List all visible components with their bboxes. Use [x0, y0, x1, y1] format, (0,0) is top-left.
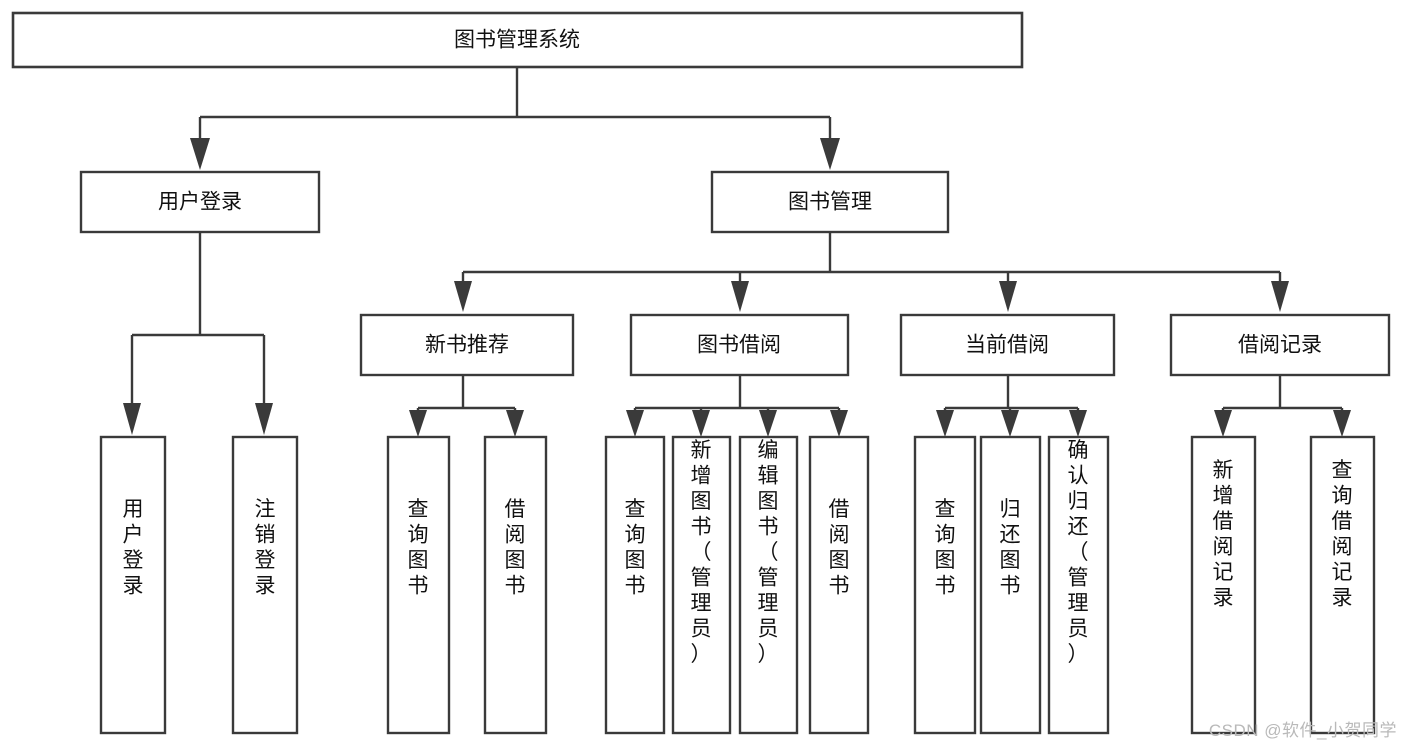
- arrowhead-leaf-query-book-b: [626, 410, 644, 437]
- node-user-login[interactable]: 用户登录: [79, 170, 321, 234]
- node-user-login-label: 用户登录: [158, 191, 242, 214]
- node-leaf-query-book-b-box[interactable]: [604, 435, 666, 735]
- node-book-manage-box[interactable]: [710, 170, 950, 234]
- node-leaf-logout[interactable]: 注销登录: [231, 435, 299, 735]
- arrowhead-leaf-borrow-book-a: [506, 410, 524, 437]
- node-leaf-confirm-return-box[interactable]: [1047, 435, 1110, 735]
- connector-layer: [123, 67, 1351, 437]
- node-leaf-return-book-box[interactable]: [979, 435, 1042, 735]
- node-leaf-return-book[interactable]: 归还图书: [979, 435, 1042, 735]
- node-book-borrow-box[interactable]: [629, 313, 850, 377]
- node-borrow-record[interactable]: 借阅记录: [1169, 313, 1391, 377]
- arrowhead-leaf-add-book: [692, 410, 710, 437]
- node-current-borrow[interactable]: 当前借阅: [899, 313, 1116, 377]
- node-leaf-borrow-book-b-box[interactable]: [808, 435, 870, 735]
- arrowhead-leaf-confirm-return: [1069, 410, 1087, 437]
- node-leaf-add-book[interactable]: 新增图书（管理员）: [671, 435, 732, 735]
- node-leaf-query-book-a[interactable]: 查询图书: [386, 435, 451, 735]
- node-leaf-user-login-box[interactable]: [99, 435, 167, 735]
- node-user-login-box[interactable]: [79, 170, 321, 234]
- node-leaf-logout-label: 注销登录: [255, 498, 276, 598]
- node-book-manage-label: 图书管理: [788, 191, 872, 214]
- node-new-book-rec-label: 新书推荐: [425, 334, 509, 357]
- arrowhead-leaf-borrow-book-b: [830, 410, 848, 437]
- node-leaf-add-record-box[interactable]: [1190, 435, 1257, 735]
- arrowhead-leaf-logout: [255, 403, 273, 435]
- arrowhead-book-manage: [820, 138, 840, 170]
- node-new-book-rec-box[interactable]: [359, 313, 575, 377]
- arrowhead-leaf-query-record: [1333, 410, 1351, 437]
- node-leaf-user-login[interactable]: 用户登录: [99, 435, 167, 735]
- node-borrow-record-box[interactable]: [1169, 313, 1391, 377]
- node-leaf-borrow-book-b-label: 借阅图书: [829, 498, 850, 598]
- node-leaf-add-record-label: 新增借阅记录: [1213, 459, 1234, 610]
- node-leaf-query-book-a-box[interactable]: [386, 435, 451, 735]
- node-leaf-edit-book-label: 编辑图书（管理员）: [758, 439, 779, 666]
- node-leaf-query-book-a-label: 查询图书: [408, 498, 429, 598]
- node-leaf-borrow-book-a-label: 借阅图书: [505, 498, 526, 598]
- arrowhead-borrow-record: [1271, 281, 1289, 312]
- arrowhead-new-book-rec: [454, 281, 472, 312]
- node-leaf-borrow-book-a[interactable]: 借阅图书: [483, 435, 548, 735]
- arrowhead-leaf-add-record: [1214, 410, 1232, 437]
- node-leaf-query-book-c-label: 查询图书: [935, 498, 956, 598]
- arrowhead-leaf-edit-book: [759, 410, 777, 437]
- node-new-book-rec[interactable]: 新书推荐: [359, 313, 575, 377]
- node-root-label: 图书管理系统: [454, 29, 580, 52]
- node-leaf-query-book-c[interactable]: 查询图书: [913, 435, 977, 735]
- node-leaf-query-book-b-label: 查询图书: [625, 498, 646, 598]
- node-root-box[interactable]: [11, 11, 1024, 69]
- node-leaf-borrow-book-a-box[interactable]: [483, 435, 548, 735]
- arrowhead-leaf-query-book-a: [409, 410, 427, 437]
- node-leaf-query-book-c-box[interactable]: [913, 435, 977, 735]
- node-leaf-query-record-box[interactable]: [1309, 435, 1376, 735]
- node-leaf-add-book-box[interactable]: [671, 435, 732, 735]
- node-leaf-query-record-label: 查询借阅记录: [1332, 459, 1353, 610]
- arrowhead-leaf-user-login: [123, 403, 141, 435]
- arrowhead-leaf-return-book: [1001, 410, 1019, 437]
- arrowhead-leaf-query-book-c: [936, 410, 954, 437]
- node-leaf-logout-box[interactable]: [231, 435, 299, 735]
- node-leaf-query-record[interactable]: 查询借阅记录: [1309, 435, 1376, 735]
- node-leaf-borrow-book-b[interactable]: 借阅图书: [808, 435, 870, 735]
- arrowhead-book-borrow: [731, 281, 749, 312]
- arrowhead-current-borrow: [999, 281, 1017, 312]
- node-leaf-add-record[interactable]: 新增借阅记录: [1190, 435, 1257, 735]
- node-root[interactable]: 图书管理系统: [11, 11, 1024, 69]
- node-leaf-confirm-return[interactable]: 确认归还（管理员）: [1047, 435, 1110, 735]
- node-current-borrow-box[interactable]: [899, 313, 1116, 377]
- node-leaf-edit-book-box[interactable]: [738, 435, 799, 735]
- node-leaf-user-login-label: 用户登录: [123, 498, 144, 598]
- node-current-borrow-label: 当前借阅: [965, 334, 1049, 357]
- node-leaf-confirm-return-label: 确认归还（管理员）: [1068, 439, 1089, 666]
- node-borrow-record-label: 借阅记录: [1238, 334, 1322, 357]
- arrowhead-user-login: [190, 138, 210, 170]
- node-leaf-edit-book[interactable]: 编辑图书（管理员）: [738, 435, 799, 735]
- node-book-borrow-label: 图书借阅: [697, 334, 781, 357]
- node-leaf-return-book-label: 归还图书: [1000, 498, 1021, 598]
- node-book-borrow[interactable]: 图书借阅: [629, 313, 850, 377]
- node-leaf-query-book-b[interactable]: 查询图书: [604, 435, 666, 735]
- node-book-manage[interactable]: 图书管理: [710, 170, 950, 234]
- node-leaf-add-book-label: 新增图书（管理员）: [691, 439, 712, 666]
